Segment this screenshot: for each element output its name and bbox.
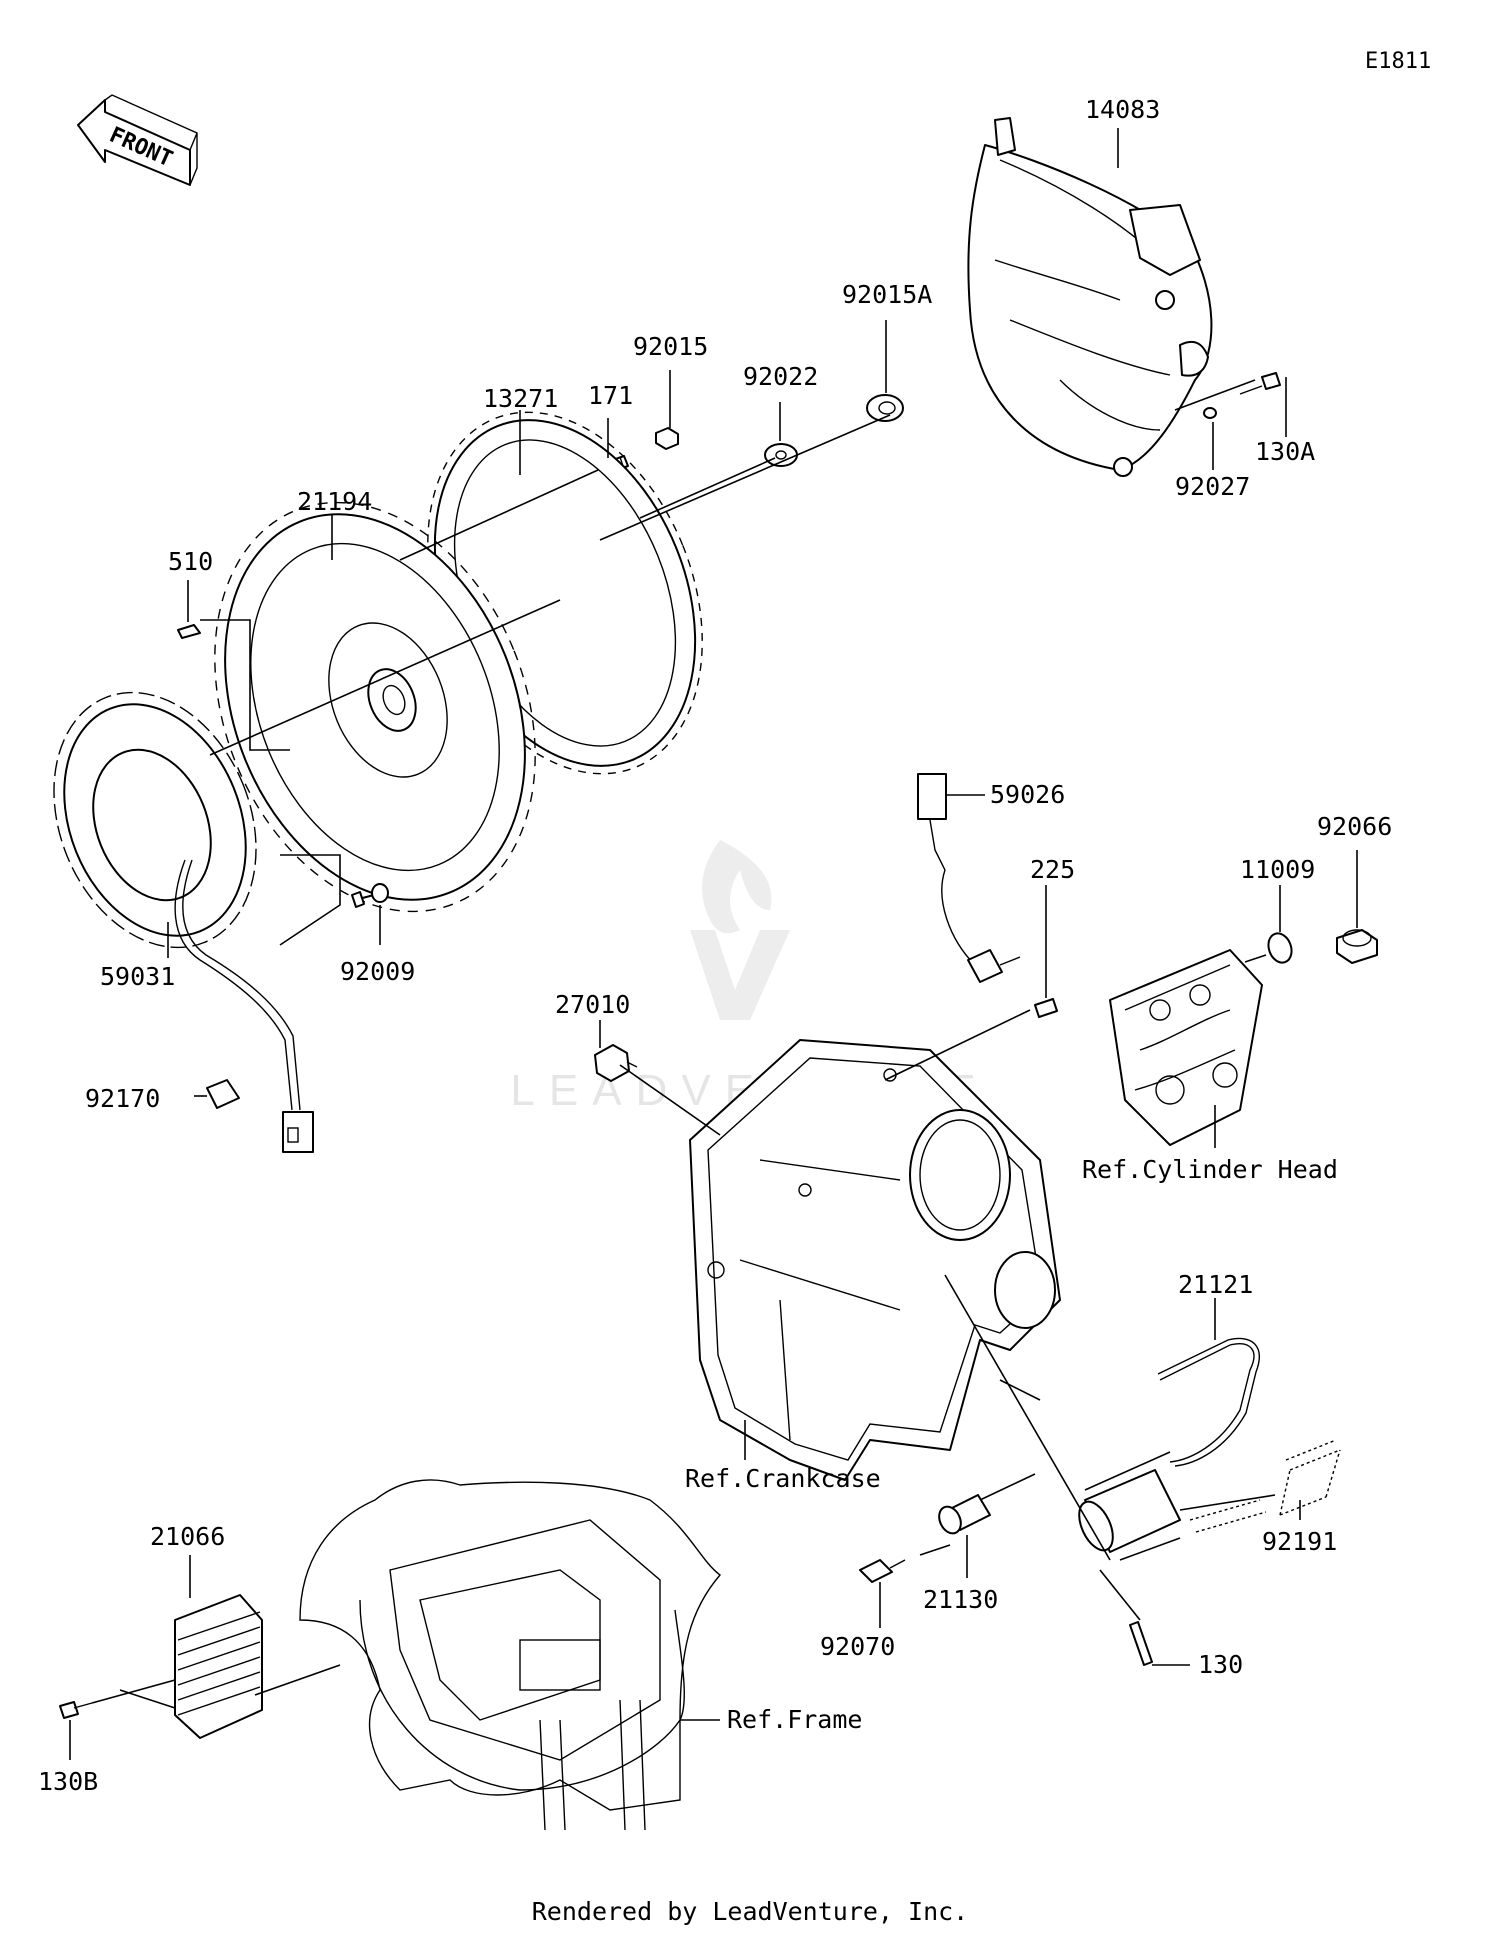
wire-21121-part[interactable] xyxy=(1157,1337,1260,1467)
label-92191[interactable]: 92191 xyxy=(1262,1527,1337,1556)
bolt-130a-part[interactable] xyxy=(1239,372,1281,395)
label-92015a[interactable]: 92015A xyxy=(842,280,932,309)
label-13271[interactable]: 13271 xyxy=(483,384,558,413)
bolt-130b-part[interactable] xyxy=(59,1701,93,1719)
label-92170[interactable]: 92170 xyxy=(85,1084,160,1113)
label-225[interactable]: 225 xyxy=(1030,855,1075,884)
footer-credit: Rendered by LeadVenture, Inc. xyxy=(532,1897,969,1926)
gasket-11009-part[interactable] xyxy=(1265,930,1296,966)
cylinder-head-ref-part xyxy=(1109,949,1263,1146)
label-21121[interactable]: 21121 xyxy=(1178,1270,1253,1299)
label-92070[interactable]: 92070 xyxy=(820,1632,895,1661)
clamp-92170-part[interactable] xyxy=(206,1079,240,1109)
label-130a[interactable]: 130A xyxy=(1255,437,1315,466)
bolt-130-part[interactable] xyxy=(1129,1621,1153,1666)
ref-crankcase-label: Ref.Crankcase xyxy=(685,1464,881,1493)
label-11009[interactable]: 11009 xyxy=(1240,855,1315,884)
sensor-92070-part[interactable] xyxy=(859,1559,906,1583)
label-92022[interactable]: 92022 xyxy=(743,362,818,391)
label-92027[interactable]: 92027 xyxy=(1175,472,1250,501)
ignition-coil-part[interactable] xyxy=(1072,1469,1181,1555)
sensor-59026-part[interactable] xyxy=(917,773,1021,983)
key-510-part[interactable] xyxy=(177,624,201,639)
nut-92015a-part[interactable] xyxy=(866,394,904,422)
label-92066[interactable]: 92066 xyxy=(1317,812,1392,841)
label-92015[interactable]: 92015 xyxy=(633,332,708,361)
ref-frame-label: Ref.Frame xyxy=(727,1705,862,1734)
bolt-92009-part[interactable] xyxy=(351,883,389,908)
label-130[interactable]: 130 xyxy=(1198,1650,1243,1679)
label-59031[interactable]: 59031 xyxy=(100,962,175,991)
flywheel-part[interactable] xyxy=(157,454,594,960)
plug-cap-21130-part[interactable] xyxy=(935,1494,991,1537)
front-arrow-icon: FRONT xyxy=(77,94,198,186)
label-14083[interactable]: 14083 xyxy=(1085,95,1160,124)
crankcase-ref-part xyxy=(689,1039,1061,1481)
leader-lines xyxy=(69,128,1358,1760)
label-27010[interactable]: 27010 xyxy=(555,990,630,1019)
spring-92191-part[interactable] xyxy=(1189,1439,1341,1533)
label-21130[interactable]: 21130 xyxy=(923,1585,998,1614)
label-59026[interactable]: 59026 xyxy=(990,780,1065,809)
bolt-225-part[interactable] xyxy=(1034,998,1058,1018)
label-92009[interactable]: 92009 xyxy=(340,957,415,986)
label-21066[interactable]: 21066 xyxy=(150,1522,225,1551)
stator-part[interactable] xyxy=(17,662,314,1153)
nut-92015-part[interactable] xyxy=(655,427,679,450)
plug-92066-part[interactable] xyxy=(1336,929,1378,964)
label-130b[interactable]: 130B xyxy=(38,1767,98,1796)
diagram-code: E1811 xyxy=(1365,49,1431,74)
regulator-21066-part[interactable] xyxy=(174,1594,263,1739)
ref-cylinder-head-label: Ref.Cylinder Head xyxy=(1082,1155,1338,1184)
label-510[interactable]: 510 xyxy=(168,547,213,576)
flywheel-cover-part[interactable] xyxy=(967,117,1213,477)
label-171[interactable]: 171 xyxy=(588,381,633,410)
frame-ref-part xyxy=(299,1479,722,1831)
collar-92027-part[interactable] xyxy=(1203,407,1217,419)
label-21194[interactable]: 21194 xyxy=(297,487,372,516)
